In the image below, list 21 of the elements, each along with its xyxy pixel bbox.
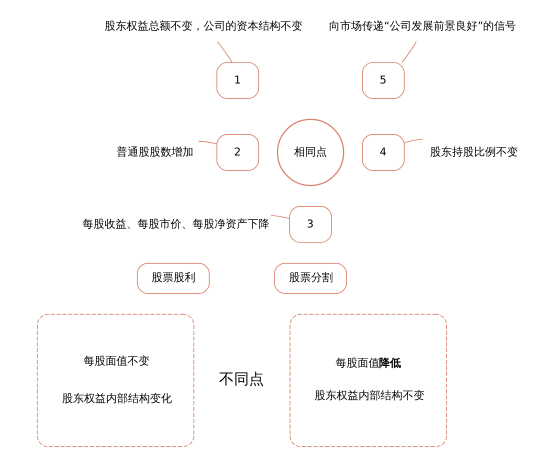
- node-box: 每股面值降低 股东权益内部结构不变: [290, 314, 447, 447]
- node-box: 股票分割: [274, 262, 347, 294]
- node-box: 2: [216, 134, 260, 171]
- connector: [216, 41, 233, 63]
- connector: [270, 214, 290, 219]
- connector: [198, 140, 218, 144]
- node-box: 每股面值不变 股东权益内部结构变化: [36, 314, 194, 447]
- node-text: 每股收益、每股市价、每股净资产下降: [82, 217, 270, 230]
- node-box: 4: [362, 134, 405, 171]
- node-box: 1: [216, 62, 260, 99]
- node-box: 股票股利: [136, 262, 210, 294]
- node-text: 股东权益总额不变，公司的资本结构不变: [104, 19, 303, 32]
- connector: [402, 41, 417, 63]
- connector: [404, 138, 424, 144]
- node-box: 5: [362, 62, 405, 99]
- node-box: 3: [289, 206, 332, 243]
- node-circle: 相同点: [276, 118, 344, 186]
- label: 不同点: [218, 370, 264, 388]
- node-text: 向市场传递“公司发展前景良好”的信号: [328, 19, 516, 32]
- node-text: 股东持股比例不变: [430, 145, 518, 158]
- node-text: 普通股股数增加: [116, 145, 194, 158]
